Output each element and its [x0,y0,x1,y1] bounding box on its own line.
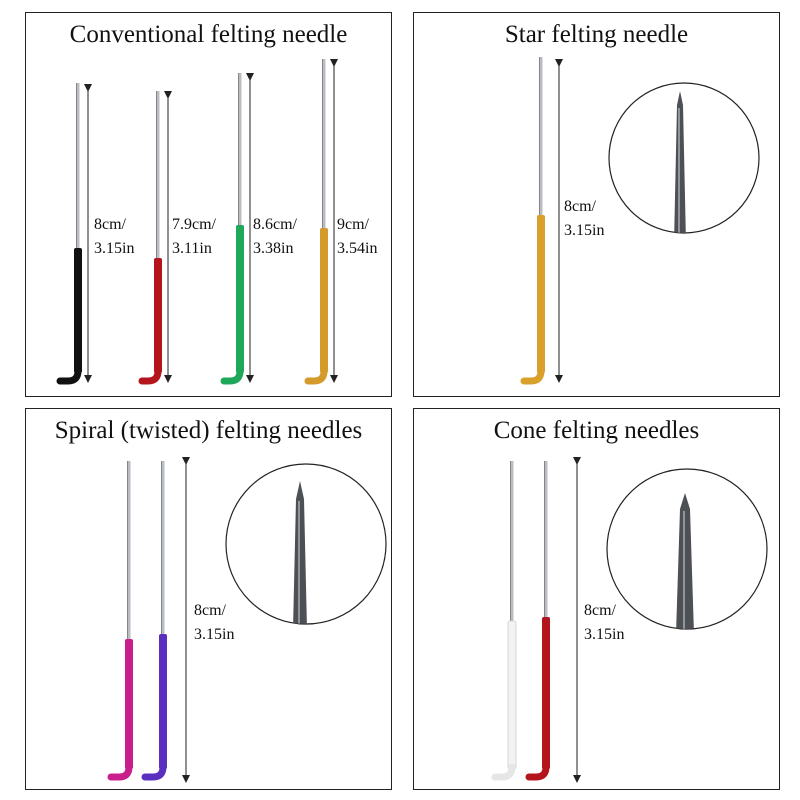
panel-title: Star felting needle [504,21,689,48]
needle-black [56,83,82,385]
needles-illustration [56,59,338,385]
needle-magenta [107,461,133,781]
panel-title: Cone felting needles [493,417,700,444]
needle-red [138,91,162,385]
needle-red [525,461,550,781]
panel-title: Conventional felting needle [69,21,348,48]
measure-label: 8.6cm/3.38in [253,216,297,257]
needles-illustration [520,57,760,385]
panel-cone: Cone felting needles [413,408,780,790]
needle-star [520,57,545,385]
measure-label: 8cm/3.15in [584,602,625,643]
measure-label: 7.9cm/3.11in [172,216,216,257]
panel-title: Spiral (twisted) felting needles [54,417,363,444]
panel-spiral: Spiral (twisted) felting needles [25,408,392,790]
measure-label: 8cm/3.15in [94,216,135,257]
panel-conventional: Conventional felting needle [25,12,392,397]
zoom-circle [225,463,387,625]
measure-label: 8cm/3.15in [564,198,605,239]
zoom-circle [608,82,760,234]
zoom-circle [606,468,768,630]
needle-purple [141,461,167,781]
needles-illustration [491,457,768,783]
panel-star: Star felting needle 8cm/3.15in [413,12,780,397]
needle-white [491,461,517,781]
needles-illustration [107,457,387,783]
measure-label: 8cm/3.15in [194,602,235,643]
measure-label: 9cm/3.54in [337,216,378,257]
needle-gold [304,59,328,385]
needle-green [220,73,244,385]
